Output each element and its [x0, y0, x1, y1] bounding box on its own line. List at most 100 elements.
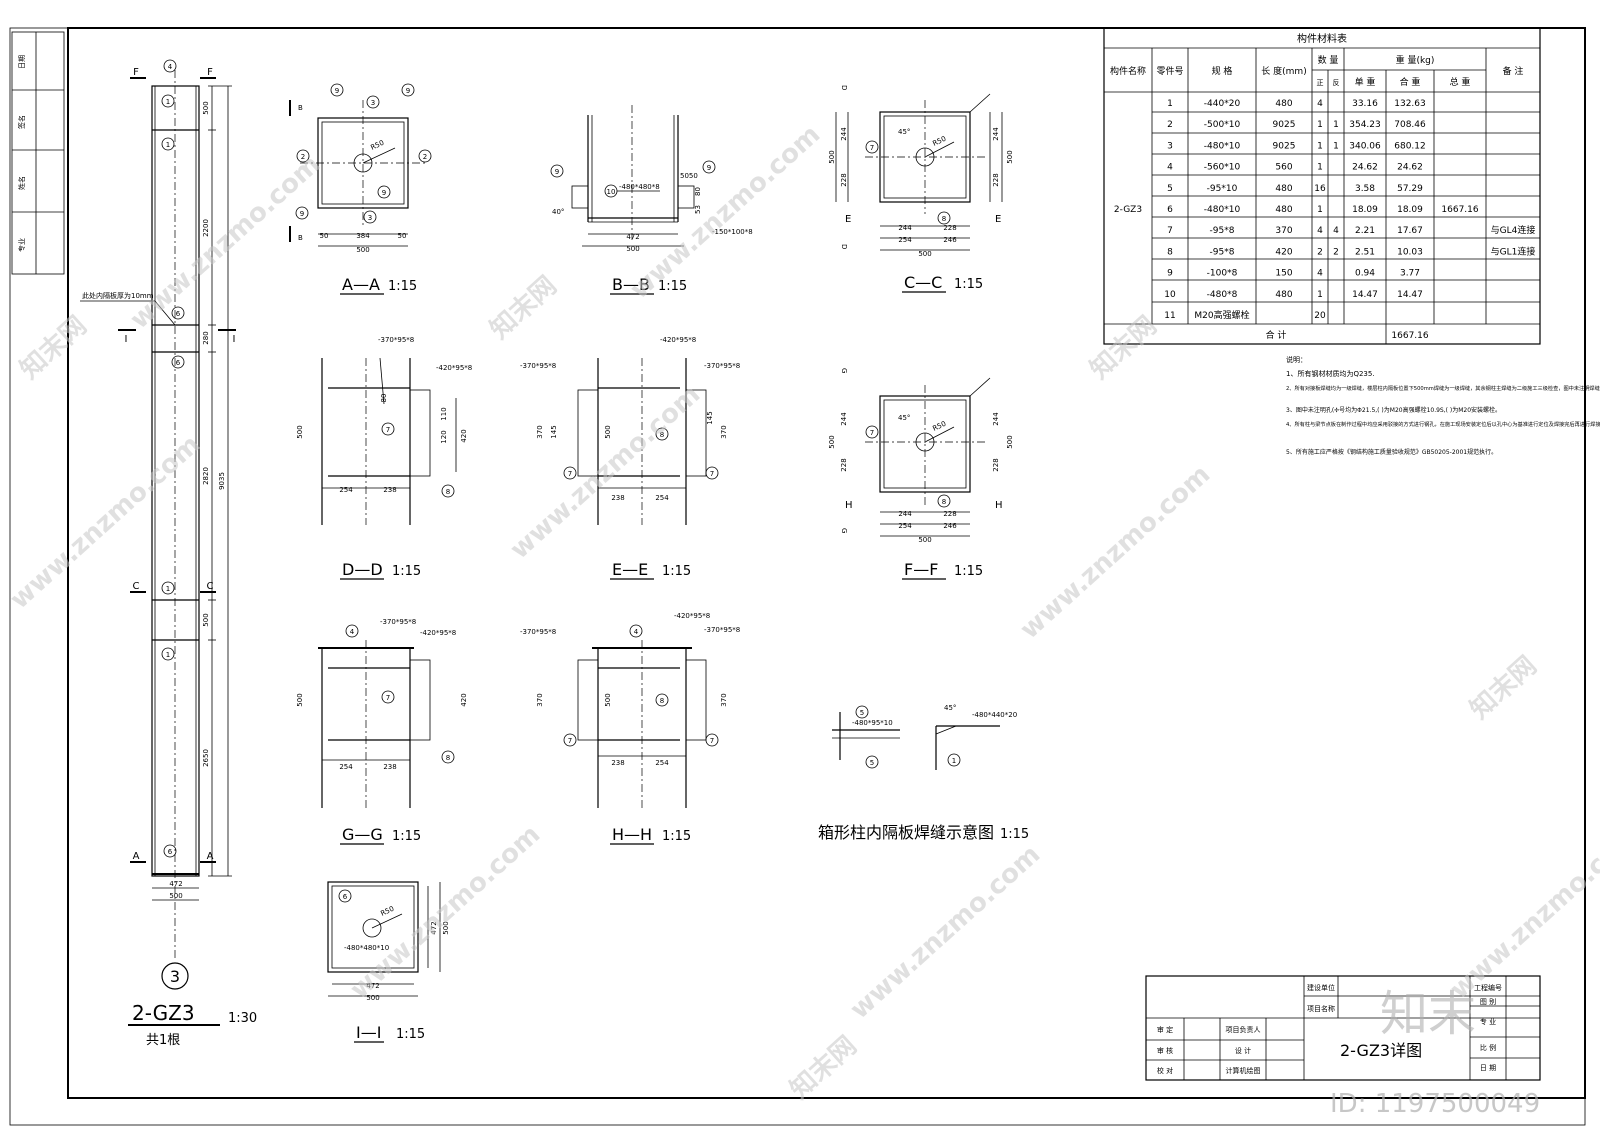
table-cell-unit: 340.06 — [1349, 141, 1381, 151]
table-cell-no: 7 — [1167, 226, 1173, 236]
svg-text:472: 472 — [430, 921, 438, 934]
notes: 说明： 1、所有钢材材质均为Q235. 2、所有对接板焊缝均为一级焊缝，楼层柱内… — [1286, 355, 1600, 456]
svg-text:244: 244 — [992, 127, 1000, 141]
svg-text:5: 5 — [870, 759, 874, 767]
tb-left-0: 审 定 — [1157, 1025, 1173, 1034]
cc-dim-4: 500 — [828, 150, 836, 163]
dd-dim-5: 120 — [440, 430, 448, 443]
dd-dim-6: 420 — [460, 429, 468, 442]
table-sub-total: 总 重 — [1450, 76, 1471, 88]
svg-text:370: 370 — [720, 693, 728, 706]
aa-cut-bottom: B — [298, 234, 303, 242]
main-count: 共1根 — [146, 1033, 180, 1048]
table-total-label: 合 计 — [1266, 329, 1287, 341]
table-cell-zheng: 2 — [1317, 247, 1323, 257]
tb-left-2: 校 对 — [1157, 1066, 1173, 1075]
aa-radius: R50 — [369, 139, 385, 152]
watermark-cn-3: 知末网 — [1465, 651, 1543, 725]
ii-radius: R50 — [379, 905, 395, 918]
table-sub-zheng: 正 — [1317, 79, 1324, 87]
strip-label-date: 日期 — [18, 55, 26, 69]
weld-note-2: 45° — [944, 704, 956, 712]
ee-note-0: -370*95*8 — [520, 362, 556, 370]
table-cell-spec: -500*10 — [1204, 120, 1241, 130]
ii-note-0: -480*480*10 — [344, 944, 389, 952]
cc-dim-0: 244 — [840, 127, 848, 141]
main-title: 2-GZ3 — [132, 1001, 195, 1025]
table-cell-spec: -480*10 — [1204, 205, 1241, 215]
table-cell-no: 8 — [1167, 247, 1173, 257]
notes-title: 说明： — [1286, 355, 1307, 364]
note-4: 4、所有柱与梁节点板在制作过程中均应采用驳接的方式进行钢孔，在施工现场安装定位后… — [1286, 420, 1600, 428]
ii-dim-0: 472 — [366, 982, 379, 990]
table-cell-sum: 680.12 — [1394, 141, 1426, 151]
svg-text:244: 244 — [992, 412, 1000, 426]
column-elevation: 4 1 1 6 6 1 1 6 500 2200 280 2820 500 26… — [80, 59, 257, 1048]
section-hh: 4 8 7 7 -420*95*8 -370*95*8 -370*95*8 37… — [520, 612, 740, 845]
cut-mark-c-left: C — [133, 581, 140, 592]
ff-dim-3: 246 — [943, 522, 957, 530]
watermark-6: www.znzmo.com — [845, 839, 1047, 1025]
table-cell-sum: 708.46 — [1394, 120, 1426, 130]
main-scale: 1:30 — [228, 1011, 257, 1026]
ff-cut-g-top: G — [840, 368, 848, 373]
ff-angle: 45° — [898, 414, 910, 422]
svg-text:228: 228 — [943, 510, 956, 518]
ff-radius: R50 — [931, 420, 947, 433]
table-title: 构件材料表 — [1297, 32, 1347, 45]
ff-dim-0: 244 — [840, 412, 848, 426]
svg-text:6: 6 — [168, 848, 173, 856]
table-header-weight: 重 量(kg) — [1396, 54, 1435, 66]
ff-scale: 1:15 — [954, 564, 983, 579]
tb-right-0: 工程编号 — [1474, 983, 1502, 992]
gg-dim-0: 254 — [339, 763, 353, 771]
dd-note-0: -370*95*8 — [378, 336, 414, 344]
note-1: 1、所有钢材材质均为Q235. — [1286, 369, 1375, 378]
material-table: 构件材料表 构件名称 零件号 规 格 长 度(mm) 数 量 重 量(kg) 备… — [1103, 27, 1541, 345]
ff-cut-g-bottom: G — [840, 528, 848, 533]
svg-text:1: 1 — [952, 757, 956, 765]
svg-text:228: 228 — [992, 458, 1000, 471]
cc-dim-2: 254 — [898, 236, 912, 244]
table-cell-unit: 354.23 — [1349, 120, 1381, 130]
table-cell-len: 480 — [1275, 99, 1292, 109]
table-cell-zheng: 16 — [1314, 184, 1326, 194]
gg-note-1: -420*95*8 — [420, 629, 456, 637]
svg-text:145: 145 — [706, 411, 714, 424]
svg-text:7: 7 — [568, 470, 572, 478]
cut-mark-a-left: A — [133, 851, 140, 862]
table-cell-zheng: 1 — [1317, 120, 1323, 130]
strip-label-sign: 签名 — [17, 115, 26, 129]
table-cell-spec: -440*20 — [1204, 99, 1241, 109]
table-cell-unit: 2.21 — [1355, 226, 1375, 236]
dd-note-1: -420*95*8 — [436, 364, 472, 372]
svg-text:500: 500 — [918, 250, 931, 258]
svg-text:1: 1 — [166, 585, 170, 593]
gg-scale: 1:15 — [392, 829, 421, 844]
gg-dim-3: 420 — [460, 693, 468, 706]
table-cell-spec: -95*8 — [1210, 247, 1235, 257]
table-cell-unit: 14.47 — [1352, 290, 1378, 300]
table-cell-len: 370 — [1275, 226, 1292, 236]
elev-dim-total: 9035 — [218, 472, 226, 490]
table-cell-no: 10 — [1164, 290, 1176, 300]
section-ff: R50 45° 7 8 244 228 500 244 228 500 244 … — [828, 368, 1014, 580]
table-cell-spec: -480*8 — [1207, 290, 1238, 300]
svg-text:500: 500 — [918, 536, 931, 544]
ff-cut-h-right: H — [995, 500, 1003, 511]
dd-dim-3: 80 — [380, 394, 388, 403]
table-cell-zheng: 4 — [1317, 99, 1323, 109]
table-cell-unit: 3.58 — [1355, 184, 1375, 194]
svg-text:8: 8 — [660, 431, 664, 439]
table-cell-sum: 18.09 — [1397, 205, 1423, 215]
hh-label: H—H — [612, 825, 652, 844]
svg-text:9: 9 — [707, 164, 711, 172]
ff-dim-1: 228 — [840, 458, 848, 471]
table-cell-fan: 2 — [1333, 247, 1339, 257]
strip-label-name: 姓名 — [17, 176, 26, 190]
table-cell-fan: 1 — [1333, 120, 1339, 130]
table-sub-fan: 反 — [1333, 78, 1340, 87]
svg-text:8: 8 — [660, 697, 664, 705]
svg-text:4: 4 — [634, 628, 639, 636]
ff-cut-h-left: H — [845, 500, 853, 511]
